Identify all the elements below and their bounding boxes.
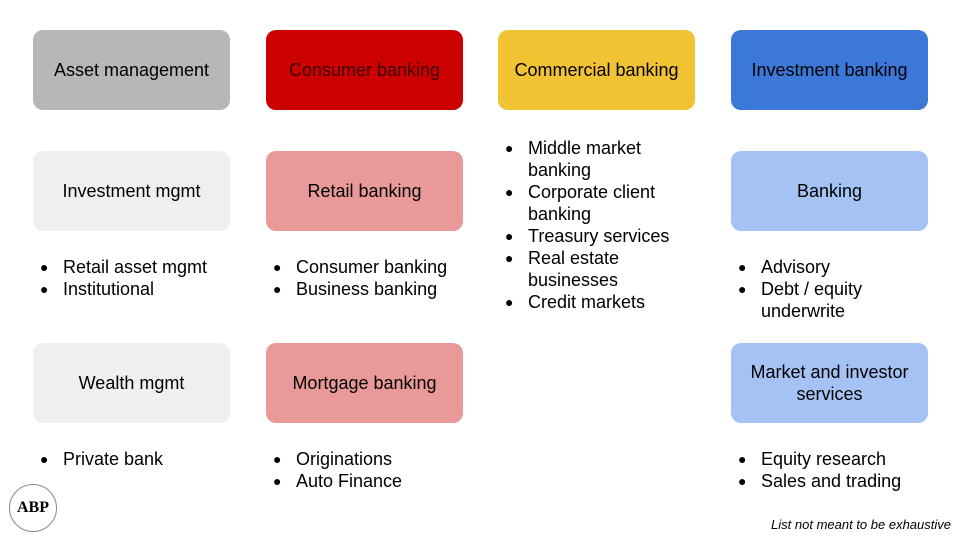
header-investment-banking: Investment banking bbox=[731, 30, 928, 110]
list-item: Retail asset mgmt bbox=[40, 256, 230, 278]
list-item: Institutional bbox=[40, 278, 230, 300]
header-consumer-banking: Consumer banking bbox=[266, 30, 463, 110]
list-item: Equity research bbox=[738, 448, 928, 470]
box-banking: Banking bbox=[731, 151, 928, 231]
header-commercial-banking: Commercial banking bbox=[498, 30, 695, 110]
list-item: Auto Finance bbox=[273, 470, 463, 492]
header-asset-management: Asset management bbox=[33, 30, 230, 110]
list-market-investor-services: Equity research Sales and trading bbox=[738, 448, 928, 492]
list-item: Business banking bbox=[273, 278, 463, 300]
list-mortgage-banking: Originations Auto Finance bbox=[273, 448, 463, 492]
list-retail-banking: Consumer banking Business banking bbox=[273, 256, 463, 300]
list-commercial-banking: Middle market banking Corporate client b… bbox=[505, 137, 685, 313]
list-item: Private bank bbox=[40, 448, 230, 470]
list-item: Credit markets bbox=[505, 291, 685, 313]
box-retail-banking: Retail banking bbox=[266, 151, 463, 231]
list-item: Debt / equity underwrite bbox=[738, 278, 888, 322]
list-item: Originations bbox=[273, 448, 463, 470]
list-item: Real estate businesses bbox=[505, 247, 685, 291]
list-item: Corporate client banking bbox=[505, 181, 685, 225]
abp-logo: ABP bbox=[9, 484, 57, 532]
list-item: Sales and trading bbox=[738, 470, 928, 492]
list-item: Treasury services bbox=[505, 225, 685, 247]
list-wealth-mgmt: Private bank bbox=[40, 448, 230, 470]
box-mortgage-banking: Mortgage banking bbox=[266, 343, 463, 423]
box-wealth-mgmt: Wealth mgmt bbox=[33, 343, 230, 423]
list-banking: Advisory Debt / equity underwrite bbox=[738, 256, 888, 322]
list-investment-mgmt: Retail asset mgmt Institutional bbox=[40, 256, 230, 300]
list-item: Advisory bbox=[738, 256, 888, 278]
box-market-investor-services: Market and investor services bbox=[731, 343, 928, 423]
footnote: List not meant to be exhaustive bbox=[771, 517, 951, 532]
list-item: Middle market banking bbox=[505, 137, 685, 181]
box-investment-mgmt: Investment mgmt bbox=[33, 151, 230, 231]
list-item: Consumer banking bbox=[273, 256, 463, 278]
